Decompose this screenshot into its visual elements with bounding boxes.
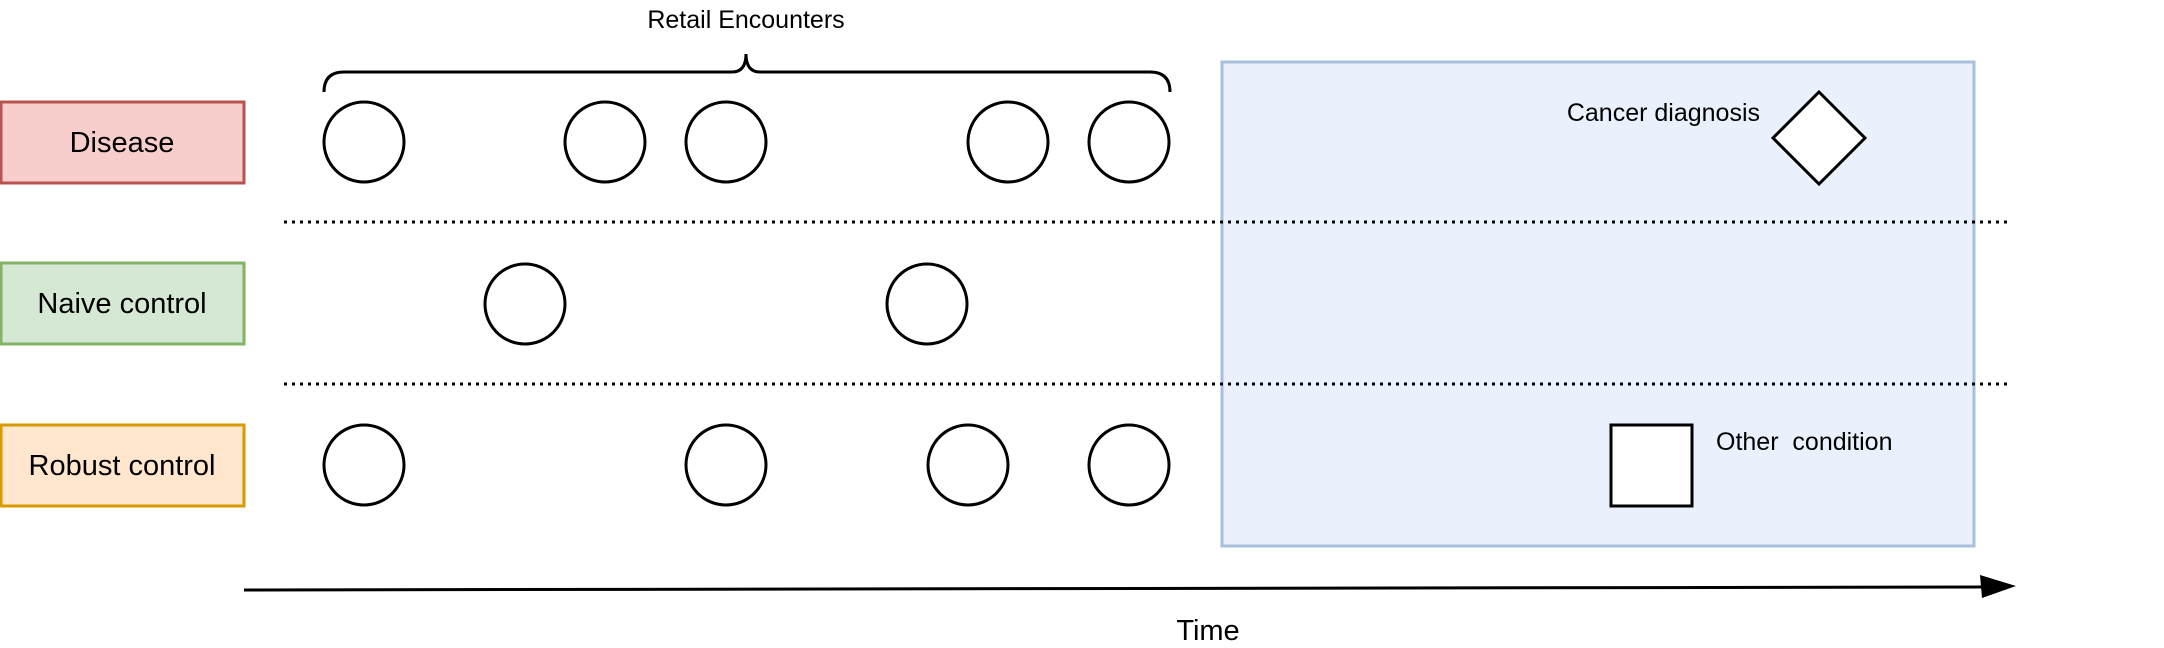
group-box [0,261,246,346]
encounter-circle [563,100,647,184]
cancer-diagnosis-label: Cancer diagnosis [1567,99,1760,127]
time-label: Time [1176,615,1239,647]
encounter-circle [885,262,969,346]
group-label-disease: Disease [0,100,246,185]
encounter-circle [1087,100,1171,184]
other-condition-square [1609,423,1694,508]
group-box [0,423,246,508]
cancer-diagnosis-diamond [1770,89,1868,187]
time-axis [243,585,1985,592]
encounter-circle [1087,423,1171,507]
group-label-text: Disease [70,127,175,159]
encounter-circle [684,423,768,507]
other-condition-label: Other condition [1716,428,1893,456]
group-label-text: Naive control [37,288,206,320]
group-box [0,100,246,185]
encounter-circle [322,423,406,507]
group-label-robust-control: Robust control [0,423,246,508]
encounter-circle [322,100,406,184]
encounter-circle [926,423,1010,507]
encounters-brace [322,53,1172,93]
group-label-text: Robust control [29,450,216,482]
group-label-naive-control: Naive control [0,261,246,346]
encounter-circle [684,100,768,184]
encounter-circle [966,100,1050,184]
encounter-circle [483,262,567,346]
encounters-label: Retail Encounters [647,6,844,34]
time-axis-arrowhead [1980,575,2016,598]
